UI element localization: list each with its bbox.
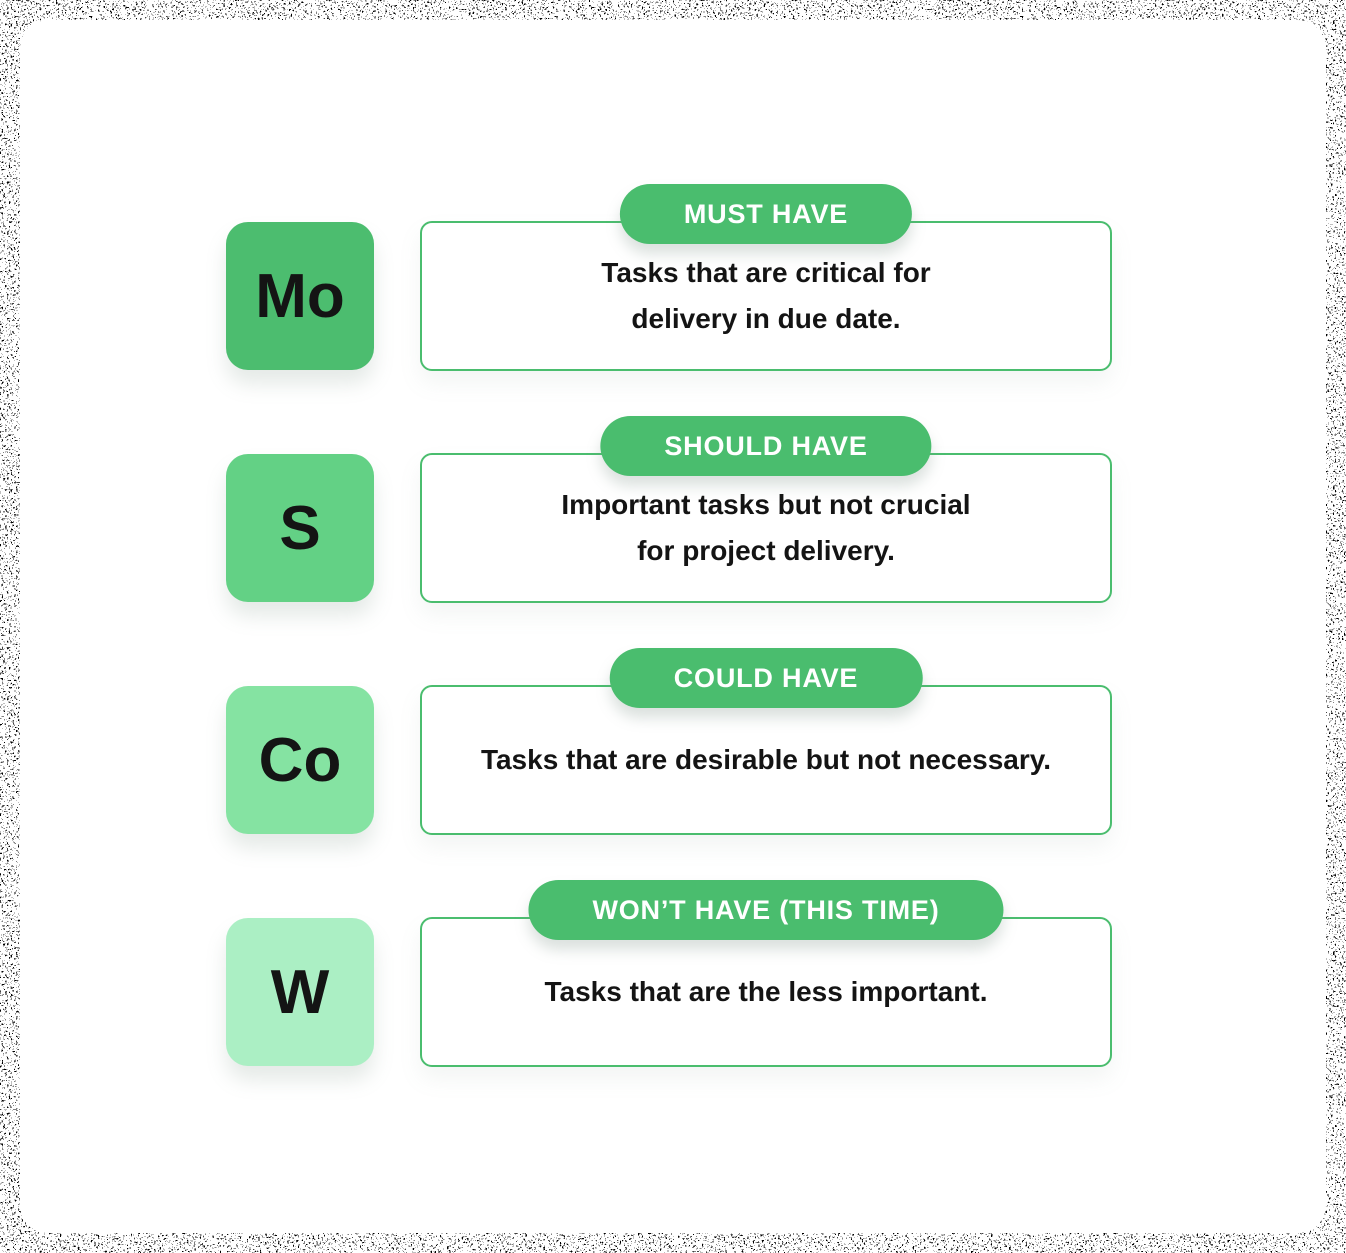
description-line-1: Important tasks but not crucial <box>561 489 971 520</box>
moscow-row-wont: W WON’T HAVE (THIS TIME) Tasks that are … <box>226 880 1112 1067</box>
description-line-1: Tasks that are critical for <box>601 257 931 288</box>
abbr-letter-s: S <box>279 493 321 563</box>
moscow-row-should: S SHOULD HAVE Important tasks but not cr… <box>226 416 1112 603</box>
description-text-could: Tasks that are desirable but not necessa… <box>481 737 1051 783</box>
description-text-must: Tasks that are critical for delivery in … <box>601 250 930 342</box>
abbr-tile-w: W <box>226 918 374 1066</box>
category-badge-should: SHOULD HAVE <box>600 416 932 476</box>
description-card-must: MUST HAVE Tasks that are critical for de… <box>420 184 1112 371</box>
moscow-row-must: Mo MUST HAVE Tasks that are critical for… <box>226 184 1112 371</box>
category-badge-must: MUST HAVE <box>619 184 913 244</box>
abbr-letter-mo: Mo <box>255 261 345 331</box>
abbr-letter-co: Co <box>258 725 342 795</box>
abbr-letter-w: W <box>270 957 330 1027</box>
description-line-1: Tasks that are desirable but not necessa… <box>480 744 1052 775</box>
description-text-should: Important tasks but not crucial for proj… <box>561 482 970 574</box>
category-badge-could: COULD HAVE <box>609 648 923 708</box>
category-badge-label: WON’T HAVE (THIS TIME) <box>592 894 940 925</box>
abbr-tile-s: S <box>226 454 374 602</box>
abbr-tile-co: Co <box>226 686 374 834</box>
description-text-wont: Tasks that are the less important. <box>545 969 988 1015</box>
description-line-2: delivery in due date. <box>631 303 901 334</box>
description-card-could: COULD HAVE Tasks that are desirable but … <box>420 648 1112 835</box>
category-badge-label: COULD HAVE <box>673 662 859 693</box>
description-card-wont: WON’T HAVE (THIS TIME) Tasks that are th… <box>420 880 1112 1067</box>
moscow-row-could: Co COULD HAVE Tasks that are desirable b… <box>226 648 1112 835</box>
infographic-canvas: Mo MUST HAVE Tasks that are critical for… <box>20 20 1326 1233</box>
description-line-2: for project delivery. <box>637 535 895 566</box>
abbr-tile-mo: Mo <box>226 222 374 370</box>
category-badge-wont: WON’T HAVE (THIS TIME) <box>528 880 1004 940</box>
category-badge-label: MUST HAVE <box>683 198 849 229</box>
description-line-1: Tasks that are the less important. <box>544 976 988 1007</box>
description-card-should: SHOULD HAVE Important tasks but not cruc… <box>420 416 1112 603</box>
moscow-rows: Mo MUST HAVE Tasks that are critical for… <box>226 184 1112 1067</box>
category-badge-label: SHOULD HAVE <box>664 430 868 461</box>
